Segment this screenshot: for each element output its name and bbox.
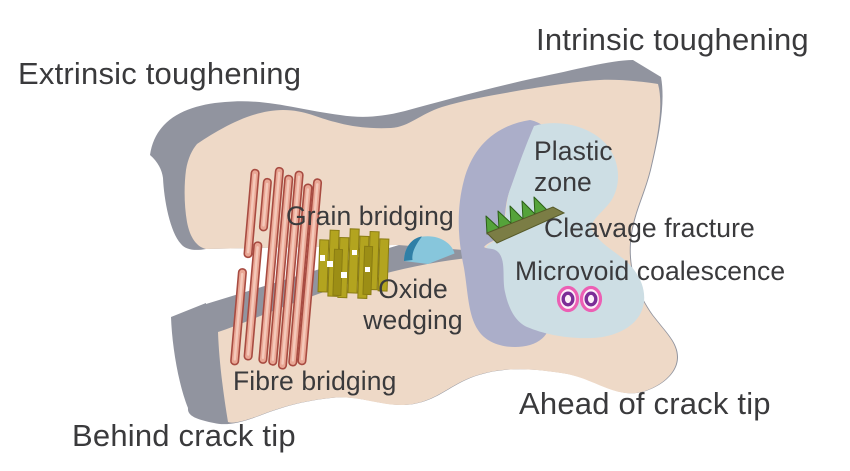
label-oxide-wedging: Oxide wedging — [352, 274, 474, 337]
microvoid-pair-icon — [556, 285, 603, 313]
label-behind-crack-tip: Behind crack tip — [72, 418, 296, 453]
fibre-highlights — [233, 171, 319, 365]
plastic-zone — [486, 123, 645, 339]
label-fibre-bridging: Fibre bridging — [233, 366, 397, 396]
cleavage-plane — [486, 206, 566, 244]
grain-gaps — [320, 250, 370, 278]
label-oxide-wedging-line1: Oxide — [378, 274, 448, 304]
label-extrinsic-toughening: Extrinsic toughening — [18, 56, 302, 91]
label-oxide-wedging-line2: wedging — [363, 305, 463, 336]
label-plastic-zone-line2: zone — [534, 167, 592, 198]
label-grain-bridging: Grain bridging — [286, 201, 454, 231]
label-intrinsic-toughening: Intrinsic toughening — [536, 22, 809, 57]
label-ahead-of-crack-tip: Ahead of crack tip — [519, 386, 771, 421]
oxide-wedge-shadow — [404, 236, 422, 261]
plastic-zone-rim — [458, 120, 554, 348]
label-plastic-zone: Plastic zone — [534, 136, 613, 199]
label-cleavage-fracture: Cleavage fracture — [544, 213, 755, 243]
label-plastic-zone-line1: Plastic — [534, 136, 613, 166]
label-microvoid-coalescence: Microvoid coalescence — [515, 256, 786, 286]
cleavage-steps-icon — [485, 196, 566, 244]
